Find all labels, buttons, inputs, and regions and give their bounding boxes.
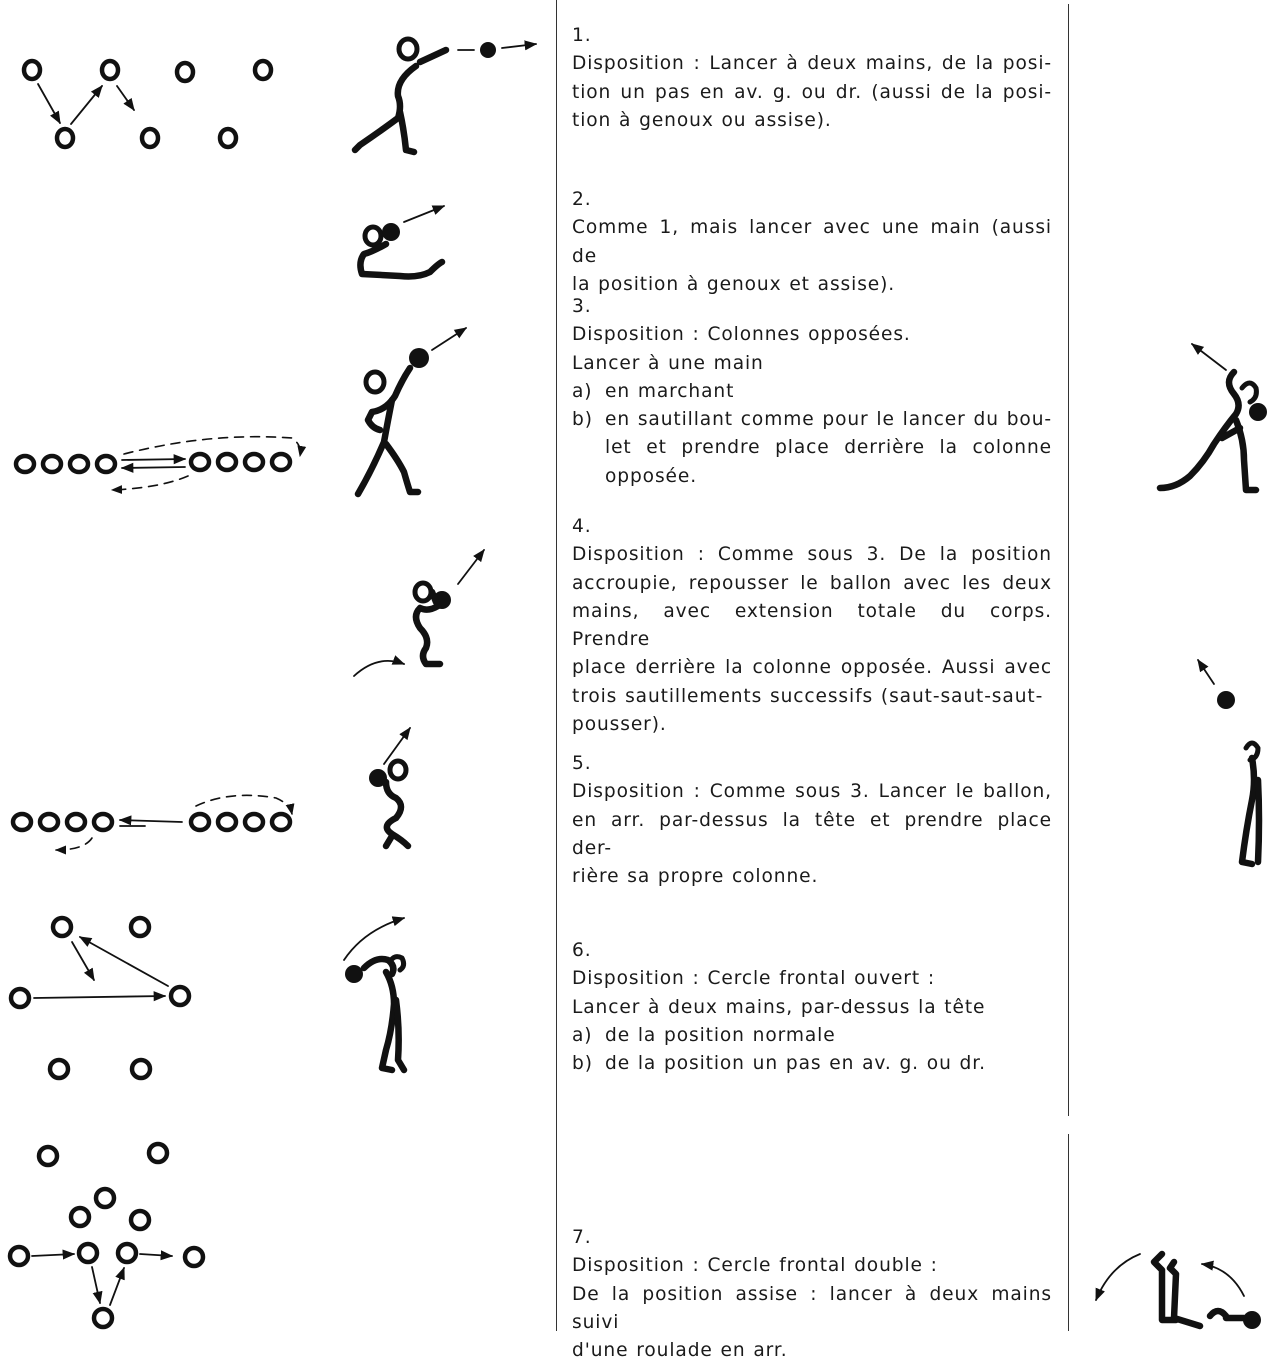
item-line: de la position normale	[605, 1025, 836, 1046]
exercise-line: Disposition : Comme sous 3. Lancer le ba…	[572, 778, 1052, 806]
exercise-line: Disposition : Cercle frontal ouvert :	[572, 965, 1052, 993]
exercise-line: tion un pas en av. g. ou dr. (aussi de l…	[572, 79, 1052, 107]
formation-diagram-7	[10, 1144, 203, 1327]
exercise-number: 3.	[572, 293, 1052, 321]
exercise-line: mains, avec extension totale du corps. P…	[572, 598, 1052, 655]
item-line: en sautillant comme pour le lancer du bo…	[605, 406, 1052, 434]
item-line: en marchant	[605, 381, 734, 402]
exercise-number: 1.	[572, 22, 1052, 50]
exercise-number: 6.	[572, 937, 1052, 965]
formation-diagram-3	[16, 437, 300, 490]
figure-overhead-throw	[344, 918, 404, 1070]
exercise-line: De la position assise : lancer à deux ma…	[572, 1281, 1052, 1338]
figure-one-hand-throw-walking	[358, 328, 466, 494]
right-column-rule-top	[1068, 4, 1069, 1116]
exercise-number: 5.	[572, 750, 1052, 778]
exercise-3: 3. Disposition : Colonnes opposées. Lanc…	[572, 293, 1052, 491]
figure-right-overhead-release	[1198, 660, 1259, 864]
figure-backward-throw	[369, 728, 410, 846]
exercise-item-list: a) de la position normale b) de la posit…	[572, 1022, 1052, 1079]
left-column-rule	[556, 0, 557, 1331]
figure-two-hand-throw	[355, 39, 536, 152]
exercise-line: Disposition : Comme sous 3. De la positi…	[572, 541, 1052, 569]
exercise-item: b) en sautillant comme pour le lancer du…	[572, 406, 1052, 491]
exercise-line: Comme 1, mais lancer avec une main (auss…	[572, 214, 1052, 271]
exercise-6: 6. Disposition : Cercle frontal ouvert :…	[572, 937, 1052, 1078]
exercise-item-list: a) en marchant b) en sautillant comme po…	[572, 378, 1052, 491]
exercise-line: en arr. par-dessus la tête et prendre pl…	[572, 807, 1052, 864]
exercise-line: d'une roulade en arr.	[572, 1337, 1052, 1365]
figure-squat-push	[354, 550, 484, 676]
item-marker: b)	[572, 406, 593, 434]
exercise-4: 4. Disposition : Comme sous 3. De la pos…	[572, 513, 1052, 739]
exercise-number: 2.	[572, 186, 1052, 214]
exercise-line: rière sa propre colonne.	[572, 863, 1052, 891]
exercise-line: place derrière la colonne opposée. Aussi…	[572, 654, 1052, 682]
item-line: de la position un pas en av. g. ou dr.	[605, 1053, 986, 1074]
formation-diagram-6	[11, 918, 189, 1078]
exercise-2: 2. Comme 1, mais lancer avec une main (a…	[572, 186, 1052, 299]
exercise-line: tion à genoux ou assise).	[572, 107, 1052, 135]
exercise-item: b) de la position un pas en av. g. ou dr…	[572, 1050, 1052, 1078]
exercise-line: Disposition : Colonnes opposées.	[572, 321, 1052, 349]
exercise-7: 7. Disposition : Cercle frontal double :…	[572, 1224, 1052, 1365]
exercise-line: Disposition : Cercle frontal double :	[572, 1252, 1052, 1280]
exercise-line: accroupie, repousser le ballon avec les …	[572, 570, 1052, 598]
exercise-line: Disposition : Lancer à deux mains, de la…	[572, 50, 1052, 78]
item-line: let et prendre place derrière la colonne	[605, 434, 1052, 462]
exercise-line: Lancer à deux mains, par-dessus la tête	[572, 994, 1052, 1022]
figure-right-backward-roll	[1096, 1254, 1261, 1329]
exercise-item: a) en marchant	[572, 378, 1052, 406]
exercise-line: pousser).	[572, 711, 1052, 739]
exercise-line: trois sautillements successifs (saut-sau…	[572, 683, 1052, 711]
item-line: opposée.	[605, 463, 1052, 491]
right-column-rule-bottom	[1068, 1134, 1069, 1331]
exercise-1: 1. Disposition : Lancer à deux mains, de…	[572, 22, 1052, 135]
exercise-item: a) de la position normale	[572, 1022, 1052, 1050]
formation-diagram-1	[24, 61, 271, 147]
exercise-number: 4.	[572, 513, 1052, 541]
exercise-5: 5. Disposition : Comme sous 3. Lancer le…	[572, 750, 1052, 891]
item-marker: a)	[572, 1022, 592, 1050]
formation-diagram-5	[13, 795, 292, 850]
figure-one-hand-throw-seated	[360, 206, 444, 277]
item-marker: a)	[572, 378, 592, 406]
exercise-number: 7.	[572, 1224, 1052, 1252]
exercise-line: Lancer à une main	[572, 350, 1052, 378]
figure-right-throw-stance	[1160, 344, 1267, 490]
item-marker: b)	[572, 1050, 593, 1078]
